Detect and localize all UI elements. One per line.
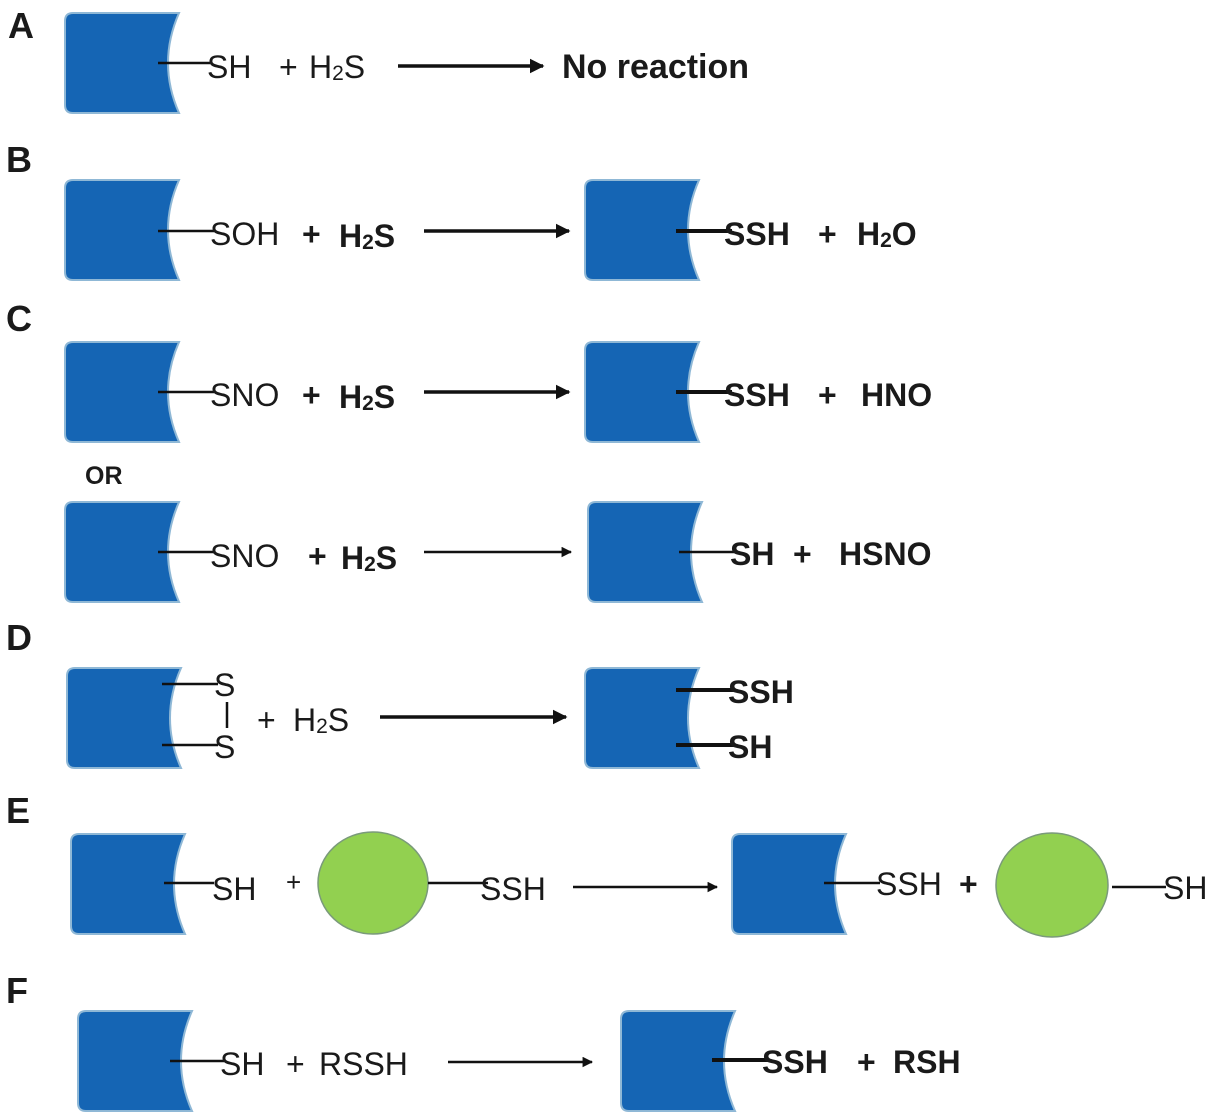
panel-e: E SH + SSH SSH + SH (6, 790, 1207, 938)
protein-block (731, 833, 848, 935)
reagent-h2s: H2S (339, 379, 395, 415)
protein-block (64, 12, 181, 114)
plus-sign: + (302, 377, 321, 413)
no-reaction-label: No reaction (562, 48, 749, 86)
plus-sign: + (286, 1046, 305, 1082)
alt-reactant-sno: SNO (210, 538, 279, 574)
alt-product-sh: SH (730, 536, 774, 572)
panel-label-f: F (6, 970, 28, 1011)
plus-sign: + (818, 216, 837, 252)
panel-c: C SNO + H2S SSH + HNO OR SNO + H2S SH + (6, 298, 932, 603)
partner-protein (317, 831, 429, 935)
plus-sign: + (857, 1044, 876, 1080)
product-ssh: SSH (724, 216, 790, 252)
panel-d: D S S + H2S SSH SH (6, 617, 794, 769)
reagent-h2s: H2S (293, 702, 349, 738)
product-ssh: SSH (728, 674, 794, 710)
reactant-sh: SH (207, 49, 251, 85)
alt-reagent-h2s: H2S (341, 540, 397, 576)
protein-block (64, 179, 181, 281)
reactant-sno: SNO (210, 377, 279, 413)
product-ssh: SSH (724, 377, 790, 413)
plus-sign: + (308, 538, 327, 574)
protein-block (64, 341, 181, 443)
reactant-sh: SH (212, 871, 256, 907)
reagent-rssh: RSSH (319, 1046, 408, 1082)
plus-sign: + (286, 867, 301, 897)
panel-label-c: C (6, 298, 32, 339)
protein-block (66, 667, 183, 769)
protein-block (587, 501, 704, 603)
panel-label-b: B (6, 139, 32, 180)
protein-block (77, 1010, 194, 1112)
panel-label-e: E (6, 790, 30, 831)
plus-sign: + (302, 216, 321, 252)
protein-block (584, 179, 701, 281)
protein-block (584, 667, 701, 769)
protein-block (70, 833, 187, 935)
reagent-h2s: H2S (339, 218, 395, 254)
reactant-sh: SH (220, 1046, 264, 1082)
byproduct-hno: HNO (861, 377, 932, 413)
protein-block (620, 1010, 737, 1112)
panel-f: F SH + RSSH SSH + RSH (6, 970, 961, 1112)
plus-sign: + (959, 866, 978, 902)
plus-sign: + (793, 536, 812, 572)
byproduct-h2o: H2O (857, 216, 917, 252)
partner-ssh: SSH (480, 871, 546, 907)
disulfide-s-bottom: S (214, 729, 235, 765)
plus-sign: + (257, 702, 276, 738)
plus-sign: + (818, 377, 837, 413)
reagent-h2s: H2S (309, 49, 365, 85)
panel-b: B SOH + H2S SSH + H2O (6, 139, 917, 281)
product-sh: SH (728, 729, 772, 765)
plus-sign: + (279, 49, 298, 85)
byproduct-rsh: RSH (893, 1044, 961, 1080)
byproduct-hsno: HSNO (839, 536, 931, 572)
protein-block (64, 501, 181, 603)
product-ssh: SSH (876, 866, 942, 902)
panel-label-d: D (6, 617, 32, 658)
product-ssh: SSH (762, 1044, 828, 1080)
protein-block (584, 341, 701, 443)
partner-protein (995, 832, 1109, 938)
disulfide-s-top: S (214, 667, 235, 703)
panel-label-a: A (8, 5, 34, 46)
panel-a: A SH + H2S No reaction (8, 5, 749, 114)
reactant-soh: SOH (210, 216, 279, 252)
or-connector: OR (85, 462, 123, 490)
partner-sh: SH (1163, 870, 1207, 906)
